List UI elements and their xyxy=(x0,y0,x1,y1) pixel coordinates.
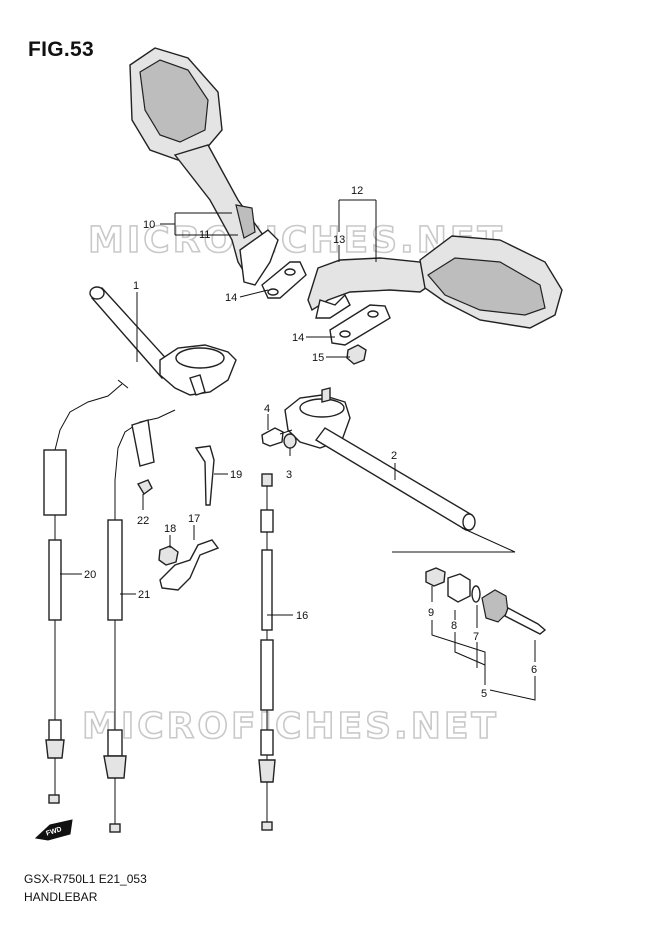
callout-5: 5 xyxy=(481,688,487,700)
throttle-cable-21 xyxy=(103,409,176,833)
left-mirror xyxy=(129,47,279,286)
callout-14-lower: 14 xyxy=(292,332,304,344)
callout-3: 3 xyxy=(286,469,292,481)
balancer-set xyxy=(425,567,547,635)
callout-1: 1 xyxy=(133,280,139,292)
callout-11: 11 xyxy=(199,229,210,241)
leader-lines xyxy=(60,199,536,701)
clamp-19 xyxy=(194,445,215,506)
callout-7: 7 xyxy=(473,631,479,643)
bracket-14-lower xyxy=(329,304,391,346)
callout-22: 22 xyxy=(137,515,149,527)
callout-10: 10 xyxy=(143,219,155,231)
callout-16: 16 xyxy=(296,610,308,622)
right-handlebar xyxy=(284,387,476,532)
callout-15: 15 xyxy=(312,352,324,364)
nut-18 xyxy=(158,545,179,566)
nut-15 xyxy=(346,344,367,365)
collar-3 xyxy=(283,433,297,449)
callout-17: 17 xyxy=(188,513,200,525)
callout-18: 18 xyxy=(164,523,176,535)
screw-22 xyxy=(136,479,153,496)
figure-name: HANDLEBAR xyxy=(24,890,98,904)
callout-20: 20 xyxy=(84,569,96,581)
left-handlebar xyxy=(89,286,237,396)
throttle-cable-20 xyxy=(43,379,129,804)
figure-code: GSX-R750L1 E21_053 xyxy=(24,872,147,886)
callout-6: 6 xyxy=(531,664,537,676)
bolt-4 xyxy=(261,427,293,447)
clutch-cable-16 xyxy=(258,473,276,831)
bracket-17 xyxy=(159,539,220,591)
callout-19: 19 xyxy=(230,469,242,481)
callout-14-upper: 14 xyxy=(225,292,237,304)
fwd-arrow-icon: FWD xyxy=(34,819,73,841)
callout-4: 4 xyxy=(264,403,270,415)
figure-title: FIG.53 xyxy=(28,38,94,61)
callout-12: 12 xyxy=(351,185,363,197)
fwd-label: FWD xyxy=(45,826,62,838)
callout-21: 21 xyxy=(138,589,150,601)
separator-line xyxy=(392,527,516,553)
bracket-14-upper xyxy=(261,261,307,299)
right-mirror xyxy=(307,235,563,329)
callout-9: 9 xyxy=(428,607,434,619)
callout-13: 13 xyxy=(333,234,345,246)
callout-2: 2 xyxy=(391,450,397,462)
watermark-bottom: MICROFICHES.NET xyxy=(82,706,499,747)
callout-8: 8 xyxy=(451,620,457,632)
